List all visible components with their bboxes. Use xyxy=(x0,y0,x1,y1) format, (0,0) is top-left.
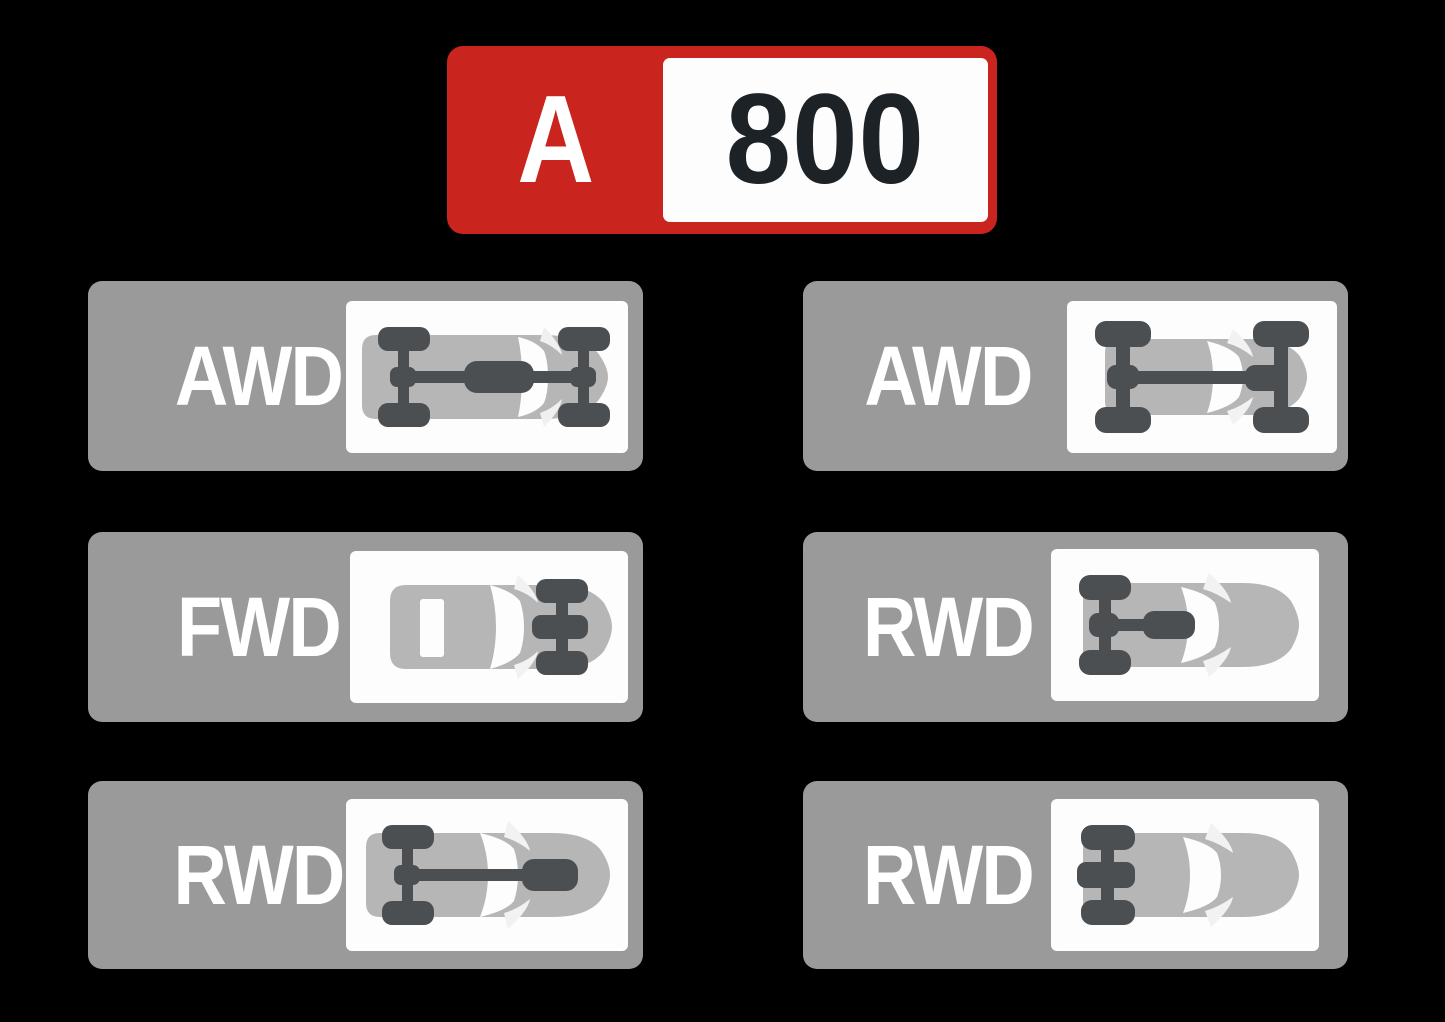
drivetrain-badge-fwd-left[interactable]: FWD xyxy=(88,532,643,722)
awd-longitudinal-car-icon xyxy=(346,301,628,453)
rwd-mid-engine-car-icon xyxy=(1051,549,1319,701)
drivetrain-label: RWD xyxy=(863,580,1035,674)
drivetrain-label: RWD xyxy=(173,828,346,922)
drivetrain-label: FWD xyxy=(176,580,342,674)
drivetrain-badge-awd-left[interactable]: AWD xyxy=(88,281,643,471)
drivetrain-badge-rwd-right-mid[interactable]: RWD xyxy=(803,532,1348,722)
performance-index-value: 800 xyxy=(725,68,926,211)
drivetrain-badge-rwd-right-bottom[interactable]: RWD xyxy=(803,781,1348,969)
drivetrain-badge-rwd-left[interactable]: RWD xyxy=(88,781,643,969)
drivetrain-badge-awd-right[interactable]: AWD xyxy=(803,281,1348,471)
class-rating-badge[interactable]: A 800 xyxy=(447,46,997,234)
class-letter-panel: A xyxy=(447,46,663,234)
rwd-front-engine-car-icon xyxy=(346,799,628,951)
drivetrain-label: RWD xyxy=(863,828,1035,922)
drivetrain-label: AWD xyxy=(864,329,1033,423)
performance-index-panel: 800 xyxy=(663,58,988,222)
fwd-transverse-car-icon xyxy=(350,551,628,703)
class-letter: A xyxy=(516,71,594,209)
drivetrain-label: AWD xyxy=(174,329,344,423)
rwd-rear-transverse-car-icon xyxy=(1051,799,1319,951)
awd-wide-track-car-icon xyxy=(1067,301,1337,453)
